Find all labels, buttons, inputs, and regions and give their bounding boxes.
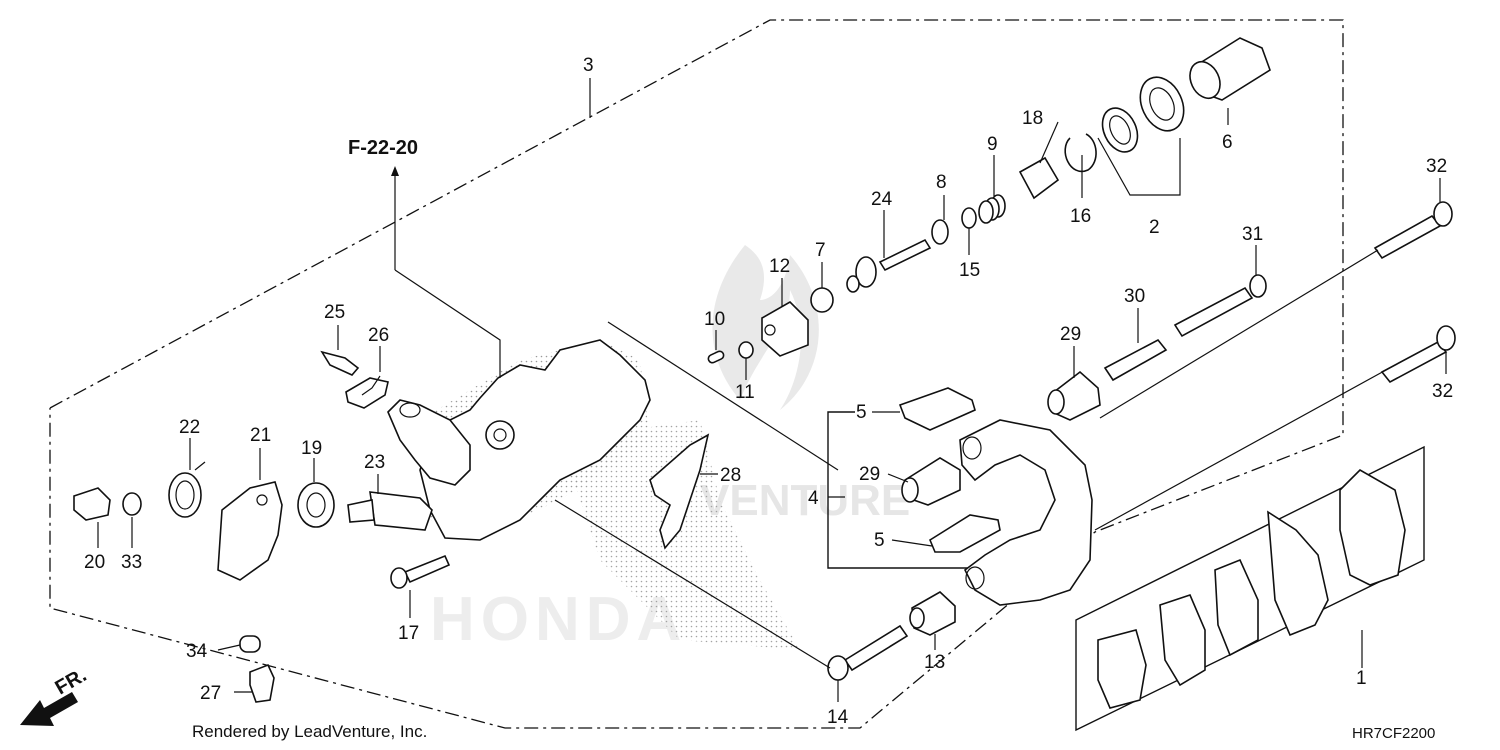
callout-5-lower: 5 — [874, 530, 885, 551]
reference-label: F-22-20 — [348, 137, 418, 159]
callout-3: 3 — [583, 55, 594, 76]
caliper-bracket — [959, 419, 1093, 606]
assembly-outline — [49, 19, 1344, 729]
callout-29-upper: 29 — [1060, 324, 1081, 345]
piston — [1189, 37, 1271, 101]
boot-middle — [901, 457, 961, 506]
front-label: FR. — [52, 664, 91, 699]
callout-10: 10 — [704, 309, 725, 330]
caliper-body — [387, 339, 651, 541]
callout-2: 2 — [1149, 217, 1160, 238]
callout-31: 31 — [1242, 224, 1263, 245]
bleeder — [320, 350, 360, 376]
return-spring — [168, 461, 206, 518]
piston-seal-set — [1101, 76, 1185, 153]
callout-6: 6 — [1222, 132, 1233, 153]
callout-32-lower: 32 — [1432, 381, 1453, 402]
adjuster-cone — [1018, 156, 1060, 200]
adjuster — [761, 301, 809, 357]
callout-21: 21 — [250, 425, 271, 446]
callout-15: 15 — [959, 260, 980, 281]
callout-18: 18 — [1022, 108, 1043, 129]
callouts: 3 6 2 18 9 8 16 15 24 7 12 10 11 32 31 3… — [84, 55, 1453, 728]
callout-11: 11 — [735, 382, 755, 403]
washer-33 — [122, 492, 142, 516]
group-4-bracket — [827, 411, 985, 569]
bolt-31 — [1173, 274, 1267, 338]
brake-cam — [347, 491, 433, 531]
callout-23: 23 — [364, 452, 385, 473]
adjust-bolt — [846, 238, 932, 293]
callout-19: 19 — [301, 438, 322, 459]
callout-25: 25 — [324, 302, 345, 323]
bolt-17 — [390, 554, 451, 589]
clip-27 — [249, 663, 275, 703]
dust-seal — [297, 482, 335, 528]
cap-nut — [73, 487, 111, 521]
callout-4: 4 — [808, 488, 819, 509]
callout-30: 30 — [1124, 286, 1145, 307]
callout-16: 16 — [1070, 206, 1091, 227]
cap-34 — [239, 635, 261, 653]
callout-33: 33 — [121, 552, 142, 573]
callout-7: 7 — [815, 240, 826, 261]
pad-spring — [649, 433, 710, 550]
callout-20: 20 — [84, 552, 105, 573]
bolt-32-upper — [1373, 201, 1453, 260]
washer-11 — [738, 341, 754, 359]
adjuster-spring — [978, 194, 1006, 224]
callout-34: 34 — [186, 641, 208, 662]
callout-27: 27 — [200, 683, 221, 704]
bolt-32-lower — [1380, 325, 1456, 384]
bleeder-cap — [345, 377, 389, 409]
leader-lines — [97, 78, 1447, 702]
bearing — [931, 219, 949, 245]
brake-pads — [1097, 469, 1406, 709]
retainer-upper — [898, 387, 976, 431]
callout-32-upper: 32 — [1426, 156, 1447, 177]
callout-1: 1 — [1356, 668, 1367, 689]
callout-24: 24 — [871, 189, 893, 210]
callout-12: 12 — [769, 256, 790, 277]
callout-17: 17 — [398, 623, 419, 644]
callout-22: 22 — [179, 417, 200, 438]
pin-bolt — [827, 624, 909, 681]
circlip — [1064, 133, 1097, 173]
brake-arm — [217, 481, 283, 581]
callout-14: 14 — [827, 707, 849, 728]
callout-26: 26 — [368, 325, 389, 346]
retainer-lower — [929, 514, 1001, 553]
ref-arrow — [391, 166, 399, 176]
pin-10 — [707, 350, 725, 364]
callout-5-upper: 5 — [856, 402, 867, 423]
washer — [961, 207, 977, 229]
callout-8: 8 — [936, 172, 947, 193]
nut-7 — [810, 287, 834, 313]
slide-pin — [1103, 338, 1168, 382]
front-direction-arrow: FR. — [20, 664, 90, 726]
footer-credit: Rendered by LeadVenture, Inc. — [192, 722, 427, 741]
boot-upper — [1047, 370, 1101, 421]
callout-28: 28 — [720, 465, 741, 486]
watermark-text-top: VENTURE — [700, 476, 910, 525]
callout-13: 13 — [924, 652, 945, 673]
pad-set-box — [1075, 445, 1425, 732]
callout-9: 9 — [987, 134, 998, 155]
callout-29-lower: 29 — [859, 464, 880, 485]
boot-lower — [909, 591, 956, 636]
diagram-code: HR7CF2200 — [1352, 725, 1435, 742]
